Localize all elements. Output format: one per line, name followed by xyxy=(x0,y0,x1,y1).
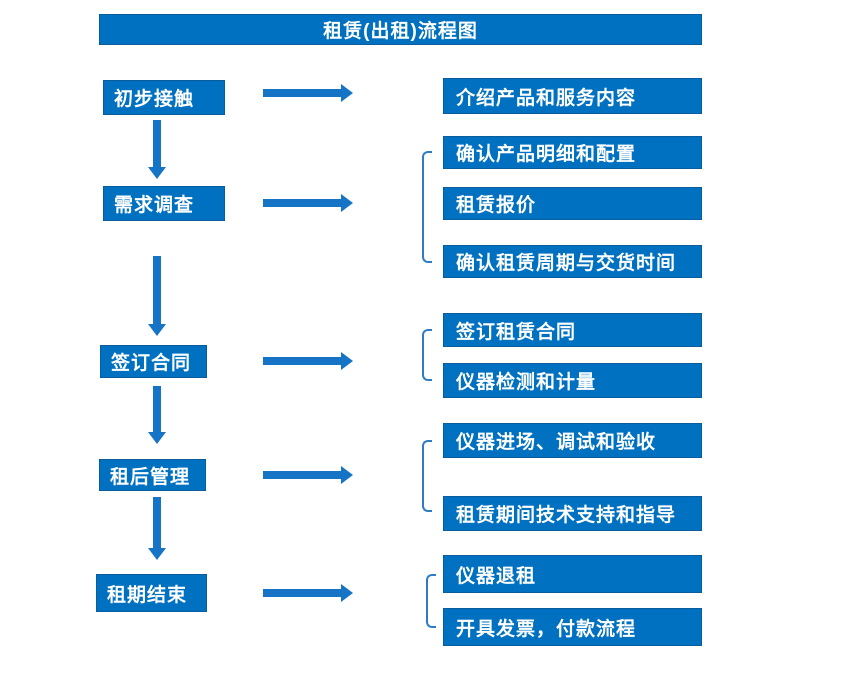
flow-arrow-right-1 xyxy=(263,84,353,102)
arrow-shaft xyxy=(263,357,342,365)
step-box-initial-contact: 初步接触 xyxy=(103,80,225,115)
arrow-head-icon xyxy=(341,584,353,602)
group-bracket-rental-end xyxy=(426,574,436,628)
arrow-shaft xyxy=(263,471,342,479)
step-box-post-rental-management: 租后管理 xyxy=(99,459,206,491)
flow-arrow-down-4 xyxy=(148,497,166,560)
flow-arrow-down-2 xyxy=(148,256,166,336)
output-box: 签订租赁合同 xyxy=(443,313,702,347)
arrow-head-icon xyxy=(148,548,166,560)
arrow-shaft xyxy=(153,120,161,168)
title-banner: 租赁(出租)流程图 xyxy=(99,14,702,45)
arrow-head-icon xyxy=(341,84,353,102)
arrow-shaft xyxy=(263,589,342,597)
arrow-shaft xyxy=(153,256,161,325)
flow-arrow-right-3 xyxy=(263,352,353,370)
step-box-rental-end: 租期结束 xyxy=(96,574,207,612)
output-box: 仪器进场、调试和验收 xyxy=(443,423,702,458)
arrow-head-icon xyxy=(341,352,353,370)
arrow-shaft xyxy=(263,89,342,97)
flow-arrow-down-1 xyxy=(148,120,166,179)
flow-arrow-right-4 xyxy=(263,466,353,484)
output-box: 开具发票，付款流程 xyxy=(443,608,702,646)
group-bracket-demand-survey xyxy=(422,151,432,263)
arrow-head-icon xyxy=(341,194,353,212)
output-box: 租赁期间技术支持和指导 xyxy=(443,496,702,531)
flow-arrow-right-5 xyxy=(263,584,353,602)
flow-arrow-right-2 xyxy=(263,194,353,212)
group-bracket-post-rental xyxy=(422,440,432,512)
output-box: 仪器检测和计量 xyxy=(443,363,702,398)
output-box: 租赁报价 xyxy=(443,187,702,220)
arrow-head-icon xyxy=(148,324,166,336)
output-box: 介绍产品和服务内容 xyxy=(443,78,702,114)
arrow-shaft xyxy=(263,199,342,207)
flow-arrow-down-3 xyxy=(148,386,166,444)
arrow-head-icon xyxy=(341,466,353,484)
group-bracket-sign-contract xyxy=(422,329,432,381)
arrow-shaft xyxy=(153,497,161,549)
output-box: 确认租赁周期与交货时间 xyxy=(443,245,702,278)
arrow-shaft xyxy=(153,386,161,433)
arrow-head-icon xyxy=(148,167,166,179)
output-box: 仪器退租 xyxy=(443,555,702,593)
output-box: 确认产品明细和配置 xyxy=(443,136,702,169)
step-box-demand-survey: 需求调查 xyxy=(103,186,225,221)
step-box-sign-contract: 签订合同 xyxy=(100,345,207,378)
arrow-head-icon xyxy=(148,432,166,444)
